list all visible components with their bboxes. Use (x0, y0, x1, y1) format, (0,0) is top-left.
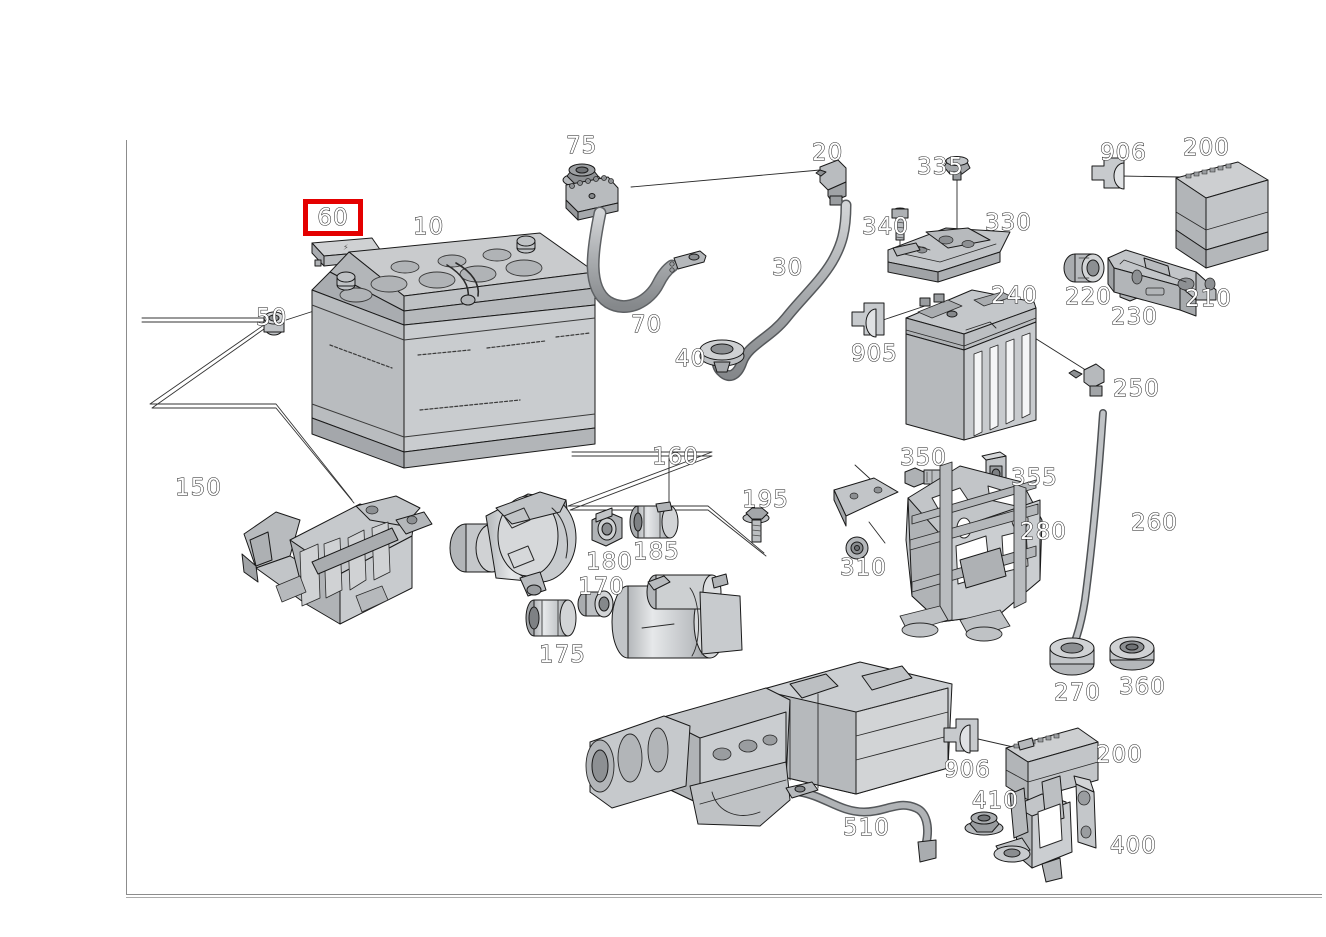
part-label-250[interactable]: 250 (1113, 376, 1160, 402)
part-label-195[interactable]: 195 (742, 487, 789, 513)
part-label-30[interactable]: 30 (771, 255, 804, 281)
part-label-410[interactable]: 410 (972, 788, 1019, 814)
part-label-360[interactable]: 360 (1119, 674, 1166, 700)
part-label-400[interactable]: 400 (1110, 833, 1157, 859)
part-label-70[interactable]: 70 (630, 312, 663, 338)
frame-border-left (126, 140, 127, 895)
part-label-905[interactable]: 905 (851, 341, 898, 367)
part-label-220[interactable]: 220 (1065, 284, 1112, 310)
frame-border-bottom (126, 894, 1322, 895)
part-label-160[interactable]: 160 (652, 444, 699, 470)
part-label-185[interactable]: 185 (633, 539, 680, 565)
part-label-335[interactable]: 335 (917, 154, 964, 180)
part-label-270[interactable]: 270 (1054, 680, 1101, 706)
part-label-150[interactable]: 150 (175, 475, 222, 501)
part-label-330[interactable]: 330 (985, 210, 1032, 236)
part-label-20[interactable]: 20 (811, 140, 844, 166)
part-label-10[interactable]: 10 (412, 214, 445, 240)
part-label-906-upper[interactable]: 906 (1100, 140, 1147, 166)
part-label-175[interactable]: 175 (539, 642, 586, 668)
frame-border-bottom-secondary (126, 897, 1322, 898)
part-label-200-lower[interactable]: 200 (1096, 742, 1143, 768)
part-label-260[interactable]: 260 (1131, 510, 1178, 536)
part-label-510[interactable]: 510 (843, 815, 890, 841)
part-label-210[interactable]: 210 (1185, 286, 1232, 312)
part-label-906-lower[interactable]: 906 (944, 757, 991, 783)
part-label-200-upper[interactable]: 200 (1183, 135, 1230, 161)
highlighted-part-box[interactable]: 60 (303, 199, 363, 236)
part-label-355[interactable]: 355 (1011, 465, 1058, 491)
part-label-340[interactable]: 340 (862, 214, 909, 240)
part-label-310[interactable]: 310 (840, 555, 887, 581)
part-label-75[interactable]: 75 (565, 133, 598, 159)
part-label-170[interactable]: 170 (578, 574, 625, 600)
part-label-230[interactable]: 230 (1111, 304, 1158, 330)
part-label-50[interactable]: 50 (255, 305, 288, 331)
part-label-280[interactable]: 280 (1020, 519, 1067, 545)
svg-text:⚡: ⚡ (343, 243, 349, 252)
part-label-180[interactable]: 180 (586, 549, 633, 575)
part-label-240[interactable]: 240 (991, 283, 1038, 309)
part-label-40[interactable]: 40 (674, 346, 707, 372)
part-label-350[interactable]: 350 (900, 445, 947, 471)
part-label-60[interactable]: 60 (317, 205, 349, 231)
